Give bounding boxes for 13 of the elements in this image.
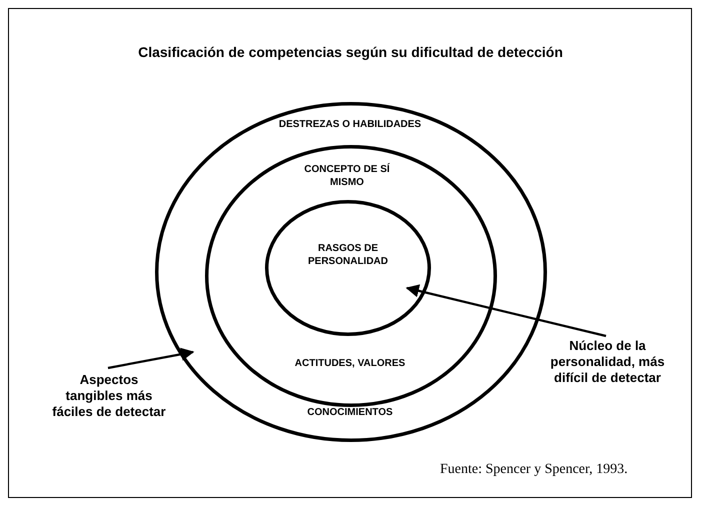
annotation-text: Núcleo de la personalidad, más difícil de detectar xyxy=(550,338,665,418)
middle-ellipse xyxy=(205,145,497,407)
inner-circle xyxy=(265,200,431,336)
source-caption: Fuente: Spencer y Spencer, 1993. xyxy=(440,462,628,478)
arrow xyxy=(406,284,606,338)
ring-label: RASGOS DE PERSONALIDAD xyxy=(306,242,389,268)
arrow xyxy=(108,348,194,370)
ring-label: CONCEPTO DE SÍ MISMO xyxy=(303,163,391,189)
ring-label: ACTITUDES, VALORES xyxy=(294,357,406,370)
annotation-text: Aspectos tangibles más fáciles de detectar xyxy=(50,372,168,442)
ring-label: DESTREZAS O HABILIDADES xyxy=(278,118,422,131)
ring-label: CONOCIMIENTOS xyxy=(306,406,394,419)
title: Clasificación de competencias según su dificultad de detección xyxy=(137,44,564,60)
